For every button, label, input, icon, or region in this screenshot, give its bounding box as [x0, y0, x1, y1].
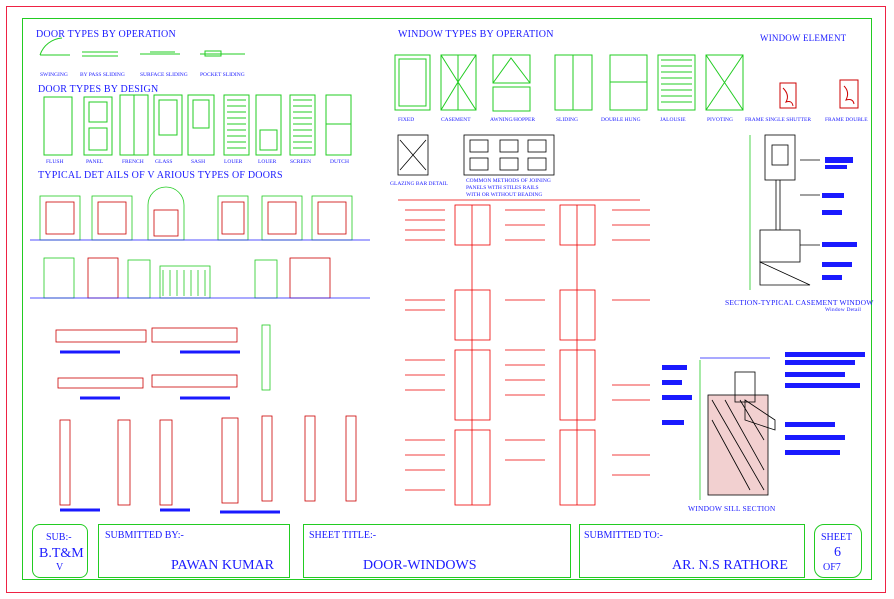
typical-details-heading: TYPICAL DET AILS OF V ARIOUS TYPES OF DO… — [38, 170, 283, 181]
door-op-heading: DOOR TYPES BY OPERATION — [36, 29, 176, 40]
window-section-details — [398, 199, 650, 506]
door-op-label: SWINGING — [40, 72, 68, 78]
sub-cell — [32, 524, 88, 578]
window-op-label: PIVOTING — [707, 117, 733, 123]
window-op-label: DOUBLE HUNG — [601, 117, 641, 123]
joining-label: PANELS WITH STILES RAILS — [466, 185, 539, 191]
joining-label: WITH OR WITHOUT BEADING — [466, 192, 543, 198]
sub-value: B.T&M — [39, 546, 84, 561]
glazing-label: GLAZING BAR DETAIL — [390, 181, 448, 187]
door-design-label: GLASS — [155, 159, 173, 165]
door-design-label: SASH — [191, 159, 206, 165]
sub-roman: V — [56, 562, 64, 573]
window-op-label: AWNING/HOPPER — [490, 117, 536, 123]
casement-section — [749, 134, 820, 290]
section-casement-heading: SECTION-TYPICAL CASEMENT WINDOW — [725, 298, 874, 307]
submitted-to-label: SUBMITTED TO:- — [584, 530, 663, 541]
door-design-label: DUTCH — [330, 159, 349, 165]
window-op-label: FIXED — [398, 117, 415, 123]
joining-label: COMMON METHODS OF JOINING — [466, 178, 551, 184]
door-design-heading: DOOR TYPES BY DESIGN — [38, 84, 159, 95]
window-detail-subheading: Window Detail — [825, 307, 862, 313]
door-op-label: POCKET SLIDING — [200, 72, 245, 78]
sheet-number: 6 — [834, 545, 841, 560]
window-op-label: FRAME SINGLE SHUTTER — [745, 117, 812, 123]
sheet-cell — [814, 524, 862, 578]
window-element-heading: WINDOW ELEMENT — [760, 33, 847, 43]
submitted-to-value: AR. N.S RATHORE — [672, 558, 788, 573]
glazing-details — [397, 134, 555, 176]
door-op-symbols — [39, 37, 245, 57]
window-op-label: SLIDING — [556, 117, 578, 123]
sheet-title-value: DOOR-WINDOWS — [363, 558, 477, 573]
sheet-label: SHEET — [821, 532, 853, 543]
window-op-label: FRAME DOUBLE — [825, 117, 868, 123]
sheet-of: OF7 — [823, 562, 841, 573]
submitted-to-cell — [579, 524, 805, 578]
door-design-elevations — [43, 94, 352, 156]
door-op-label: BY PASS SLIDING — [80, 72, 125, 78]
submitted-by-label: SUBMITTED BY:- — [105, 530, 184, 541]
door-design-label: LOUER — [224, 159, 243, 165]
door-design-label: FRENCH — [122, 159, 144, 165]
window-op-label: JALOUSIE — [660, 117, 686, 123]
door-design-label: FLUSH — [46, 159, 64, 165]
window-op-icons — [394, 54, 744, 112]
casement-callouts — [822, 157, 857, 280]
window-op-label: CASEMENT — [441, 117, 471, 123]
door-design-label: LOUER — [258, 159, 277, 165]
sheet-title-cell — [303, 524, 571, 578]
door-design-label: SCREEN — [290, 159, 312, 165]
typical-door-details — [30, 186, 370, 299]
sill-section — [699, 357, 776, 500]
window-op-heading: WINDOW TYPES BY OPERATION — [398, 29, 554, 40]
sub-label: SUB:- — [46, 532, 72, 543]
window-element-icons — [779, 79, 859, 109]
door-section-details — [55, 324, 357, 514]
outer-border — [6, 6, 886, 593]
door-design-label: PANEL — [86, 159, 104, 165]
door-op-label: SURFACE SLIDING — [140, 72, 188, 78]
sill-section-heading: WINDOW SILL SECTION — [688, 504, 776, 513]
inner-border — [22, 18, 872, 580]
sill-callouts — [662, 352, 865, 455]
submitted-by-value: PAWAN KUMAR — [171, 558, 274, 573]
sheet-title-label: SHEET TITLE:- — [309, 530, 377, 541]
submitted-by-cell — [98, 524, 290, 578]
